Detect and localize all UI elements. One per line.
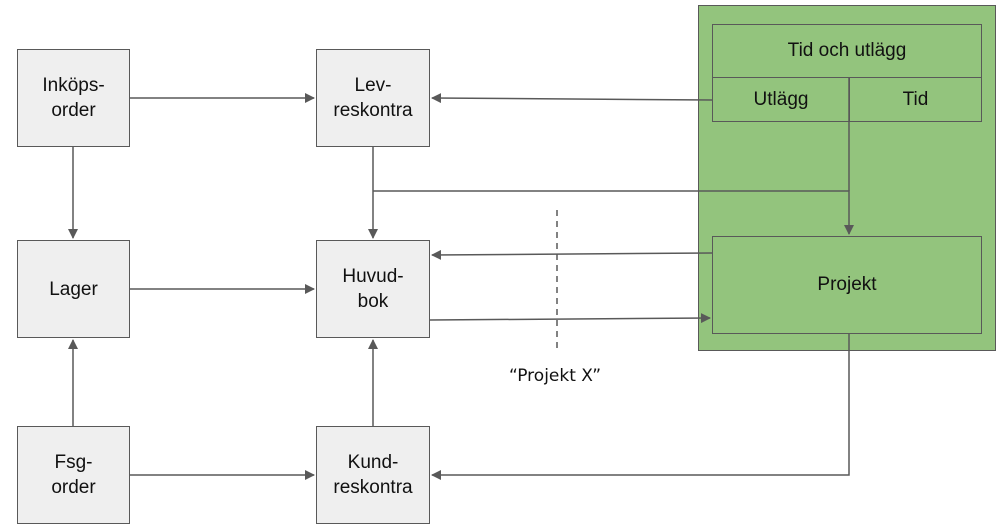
tid-label: Tid [902,88,929,110]
inkopsorder-label: Inköps- order [42,75,105,121]
kundreskontra-label: Kund- reskontra [333,452,413,498]
projekt-x-label: “Projekt X” [508,366,602,386]
tid-box: Tid [849,77,982,122]
projekt-box: Projekt [712,236,982,334]
arrow-utlagg-to-lev [431,93,713,104]
arrow-lev-to-projekt [373,190,854,235]
arrow-projekt-to-huvudbok [431,249,713,260]
levreskontra-label: Lev- reskontra [333,75,413,121]
fsgorder-label: Fsg- order [51,452,96,498]
arrow-huvudbok-to-projekt [429,313,711,324]
levreskontra-node: Lev- reskontra [316,49,430,147]
kundreskontra-node: Kund- reskontra [316,426,430,524]
lager-label: Lager [49,278,98,300]
tid-och-utlagg-box: Tid och utlägg [712,24,982,78]
utlagg-label: Utlägg [753,88,809,110]
huvudbok-node: Huvud- bok [316,240,430,338]
fsgorder-node: Fsg- order [17,426,130,524]
inkopsorder-node: Inköps- order [17,49,130,147]
projekt-label: Projekt [817,274,877,295]
lager-node: Lager [17,240,130,338]
huvudbok-label: Huvud- bok [342,266,404,312]
tid-och-utlagg-label: Tid och utlägg [787,40,907,61]
arrow-projekt-to-kund [431,334,850,480]
